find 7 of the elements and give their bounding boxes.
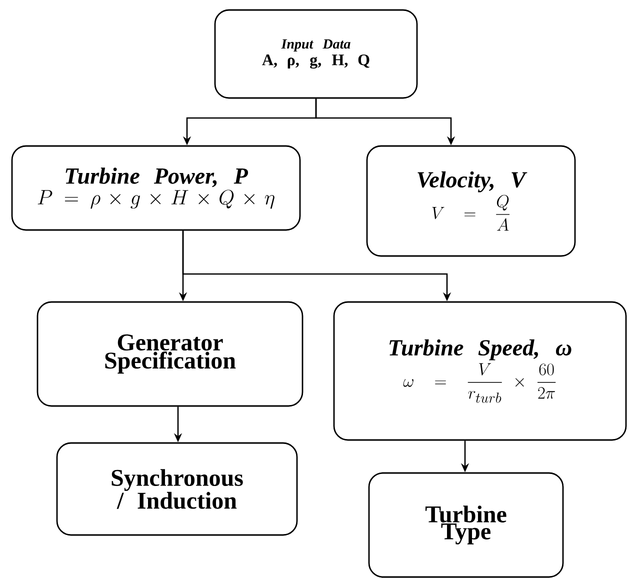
formula-box: Turbine Power, P $P = \rho \times g \times H \times Q \times \eta$: [11, 145, 301, 231]
process-box: Synchronous / Induction: [56, 442, 298, 536]
process-box: Input Data A, ρ, g, H, Q: [214, 9, 418, 99]
formula-box: Velocity, V $V = \frac{Q}{A}$: [366, 145, 576, 257]
formula-box: Turbine Speed, ω $\omega = \frac{V}{r_{turb}} \times \frac{60}{2\pi}$: [333, 301, 627, 441]
process-box: Turbine Type: [368, 472, 564, 578]
process-box: Generator Specification: [36, 301, 304, 407]
